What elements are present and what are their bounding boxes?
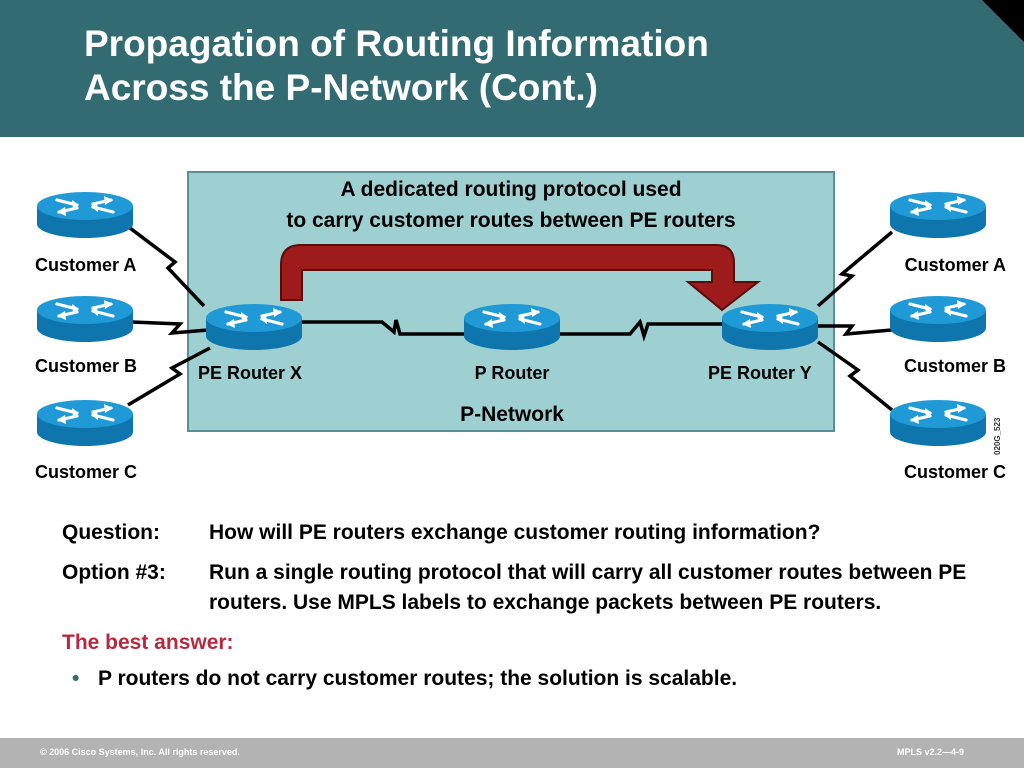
customer-b-left-label: Customer B [35,356,137,376]
option-label: Option #3: [62,561,166,584]
best-answer-bullet: • P routers do not carry customer routes… [62,664,1002,694]
customer-c-left-label: Customer C [35,462,137,482]
pe-router-y-label: PE Router Y [708,363,812,383]
customer-b-right-router-icon [888,294,988,344]
p-network-label: P-Network [460,403,564,426]
slide-title-line-1: Propagation of Routing Information [84,23,709,64]
slide-header: Propagation of Routing Information Acros… [0,0,1024,137]
customer-c-right-router-icon [888,398,988,448]
header-corner-decoration [982,0,1024,42]
callout-line-1: A dedicated routing protocol used [340,178,681,201]
routing-protocol-arrow [280,244,761,312]
p-router-icon [462,302,562,352]
option-text: Run a single routing protocol that will … [209,561,967,614]
bullet-dot-icon: • [72,667,80,690]
pe-router-y-icon [720,302,820,352]
option-row: Option #3: Run a single routing protocol… [62,558,1002,618]
question-label: Question: [62,521,160,544]
callout-line-2: to carry customer routes between PE rout… [286,209,735,232]
slide-title: Propagation of Routing Information Acros… [84,22,709,110]
pe-router-x-label: PE Router X [198,363,302,383]
customer-a-left-label: Customer A [35,255,136,275]
slide-title-line-2: Across the P-Network (Cont.) [84,67,598,108]
course-page-number: MPLS v2.2—4-9 [896,747,964,757]
network-links [124,223,894,412]
slide-footer: © 2006 Cisco Systems, Inc. All rights re… [0,738,1024,768]
customer-c-left-router-icon [35,398,135,448]
customer-a-right-label: Customer A [905,255,1006,275]
copyright-text: © 2006 Cisco Systems, Inc. All rights re… [40,747,240,757]
network-diagram: A dedicated routing protocol used to car… [35,171,1006,482]
p-router-label: P Router [475,363,550,383]
question-text: How will PE routers exchange customer ro… [209,521,821,544]
question-row: Question: How will PE routers exchange c… [62,518,1002,548]
best-answer-label: The best answer: [62,631,234,654]
customer-b-right-label: Customer B [904,356,1006,376]
customer-a-right-router-icon [888,190,988,240]
customer-c-right-label: Customer C [904,462,1006,482]
pe-router-x-icon [204,302,304,352]
customer-a-left-router-icon [35,190,135,240]
figure-id-label: 020G_523 [993,417,1002,455]
question-answer-section: Question: How will PE routers exchange c… [62,518,1002,694]
best-answer-text: P routers do not carry customer routes; … [98,667,738,690]
customer-b-left-router-icon [35,294,135,344]
